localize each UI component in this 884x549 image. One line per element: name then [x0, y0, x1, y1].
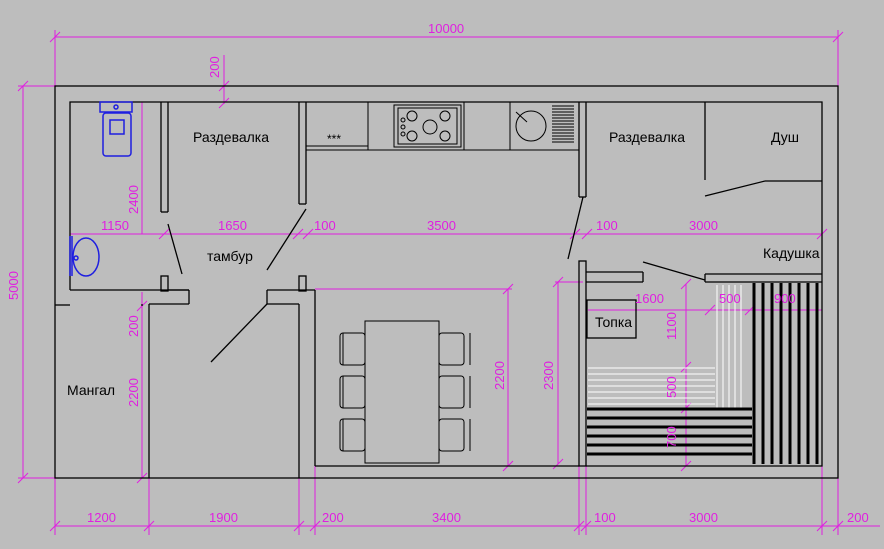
- dim-3500: 3500: [427, 218, 456, 233]
- chair-icon: [339, 332, 471, 452]
- label-changing-room-left: Раздевалка: [193, 129, 269, 145]
- dim-100a: 100: [314, 218, 336, 233]
- dim-bottom-1200: 1200: [87, 510, 116, 525]
- label-shower: Душ: [771, 129, 799, 145]
- dining-table: [339, 320, 471, 464]
- dim-bottom-200b: 200: [847, 510, 869, 525]
- dim-1150: 1150: [101, 218, 129, 233]
- dim-steam-900: 900: [774, 291, 796, 306]
- label-tub: Кадушка: [763, 245, 820, 261]
- dim-bottom-3000: 3000: [689, 510, 718, 525]
- dim-bottom-100: 100: [594, 510, 616, 525]
- dim-steam-1600: 1600: [635, 291, 664, 306]
- stove-marker: ***: [327, 132, 341, 146]
- dim-100b: 100: [596, 218, 618, 233]
- label-grill: Мангал: [67, 382, 115, 398]
- dimension-labels: 10000 200 5000 2400 1150 1650 100 3500 1…: [6, 21, 869, 525]
- label-changing-room-right: Раздевалка: [609, 129, 685, 145]
- dim-3000: 3000: [689, 218, 718, 233]
- dim-1650: 1650: [218, 218, 247, 233]
- walls: [54, 85, 839, 479]
- dim-overall-height: 5000: [6, 271, 21, 300]
- dim-steam-700: 700: [664, 426, 679, 448]
- dim-bottom-1900: 1900: [209, 510, 238, 525]
- sink-icon: [69, 236, 100, 277]
- dim-sauna-height: 2300: [541, 361, 556, 390]
- dim-grill-height: 2200: [126, 378, 141, 407]
- dim-steam-1100: 1100: [664, 312, 679, 340]
- toilet-icon: [99, 101, 133, 157]
- sauna-benches: [587, 283, 819, 464]
- dim-bottom-200: 200: [322, 510, 344, 525]
- room-labels: Раздевалка Раздевалка Душ тамбур Кадушка…: [67, 129, 820, 398]
- dim-grill-gap: 200: [126, 315, 141, 337]
- label-firebox: Топка: [595, 314, 632, 330]
- dim-overall-width: 10000: [428, 21, 464, 36]
- dim-left-room-height: 2400: [126, 185, 141, 214]
- dimension-lines: [17, 30, 880, 535]
- dim-top-offset: 200: [207, 56, 222, 78]
- dim-table-height: 2200: [492, 361, 507, 390]
- dim-bottom-3400: 3400: [432, 510, 461, 525]
- label-vestibule: тамбур: [207, 248, 253, 264]
- dim-steam-500: 500: [719, 291, 741, 306]
- kitchen-units: [305, 101, 580, 151]
- dim-steam-500v: 500: [664, 376, 679, 398]
